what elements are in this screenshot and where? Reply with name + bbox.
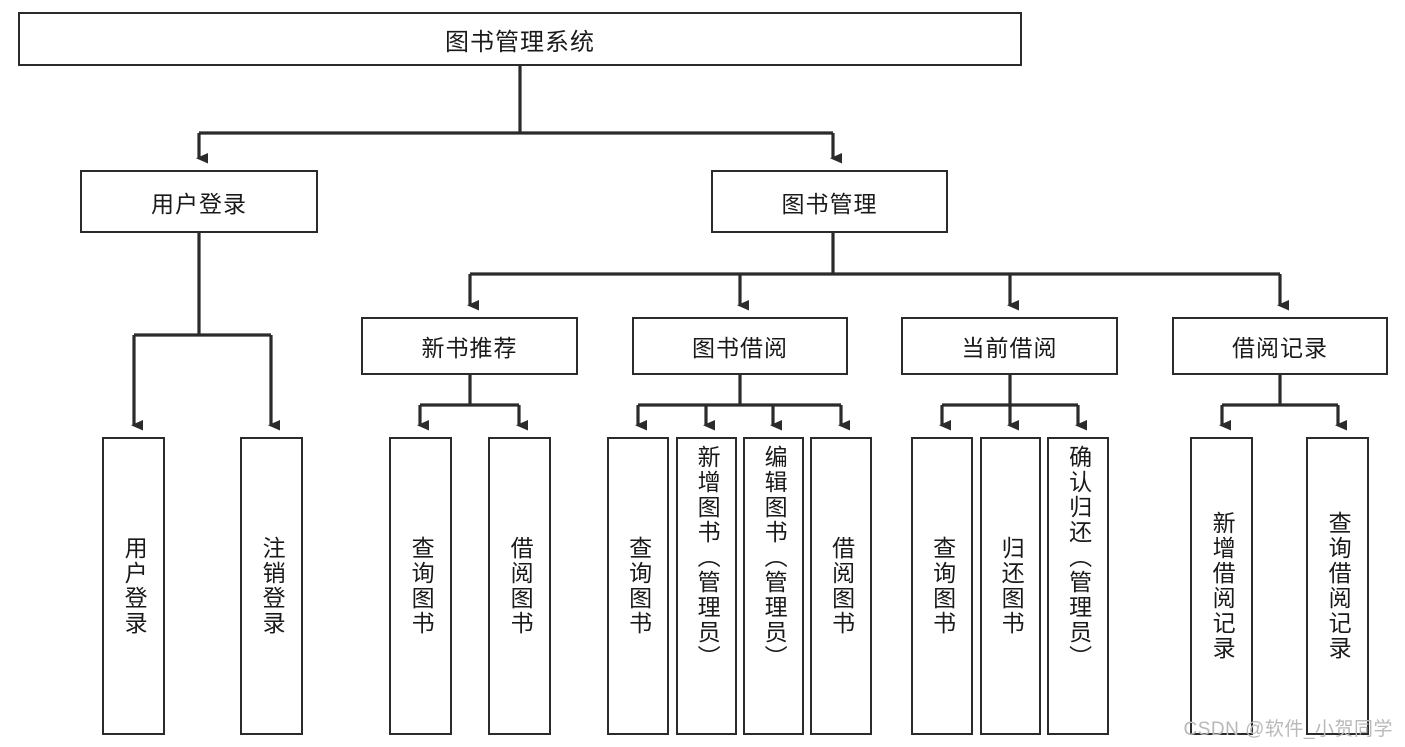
leaf-return-book[interactable]: 归还图书 xyxy=(980,437,1041,735)
node-new-book-recommend[interactable]: 新书推荐 xyxy=(361,317,578,375)
node-label: 注销登录 xyxy=(259,536,286,636)
node-label: 图书管理 xyxy=(781,190,878,217)
node-label: 查询图书 xyxy=(625,536,652,636)
node-label: 用户登录 xyxy=(121,536,148,636)
leaf-query-book-borrow[interactable]: 查询图书 xyxy=(607,437,669,735)
node-borrow-records[interactable]: 借阅记录 xyxy=(1172,317,1388,375)
leaf-query-book-current[interactable]: 查询图书 xyxy=(911,437,973,735)
node-book-borrow[interactable]: 图书借阅 xyxy=(632,317,848,375)
leaf-logout[interactable]: 注销登录 xyxy=(240,437,303,735)
node-label: 编辑图书（管理员） xyxy=(761,445,788,670)
node-label: 借阅图书 xyxy=(828,536,855,636)
watermark-text: CSDN @软件_小贺同学 xyxy=(1183,719,1393,740)
node-label: 新书推荐 xyxy=(421,335,518,361)
leaf-add-book-admin[interactable]: 新增图书（管理员） xyxy=(676,437,737,735)
node-label: 查询借阅记录 xyxy=(1325,511,1352,661)
leaf-borrow-book[interactable]: 借阅图书 xyxy=(810,437,872,735)
node-book-management[interactable]: 图书管理 xyxy=(711,170,948,233)
node-label: 图书借阅 xyxy=(692,335,788,361)
node-label: 图书管理系统 xyxy=(445,28,595,56)
node-label: 用户登录 xyxy=(151,190,247,217)
leaf-user-login[interactable]: 用户登录 xyxy=(102,437,165,735)
node-current-borrow[interactable]: 当前借阅 xyxy=(901,317,1118,375)
node-label: 查询图书 xyxy=(929,536,956,636)
node-label: 借阅图书 xyxy=(507,536,534,636)
leaf-confirm-return-admin[interactable]: 确认归还（管理员） xyxy=(1047,437,1109,735)
node-label: 新增图书（管理员） xyxy=(694,445,721,670)
node-label: 借阅记录 xyxy=(1232,335,1328,361)
node-label: 当前借阅 xyxy=(961,335,1058,361)
leaf-query-book-recommend[interactable]: 查询图书 xyxy=(389,437,452,735)
node-user-login[interactable]: 用户登录 xyxy=(80,170,318,233)
node-root-book-management-system[interactable]: 图书管理系统 xyxy=(18,12,1022,66)
node-label: 新增借阅记录 xyxy=(1209,511,1236,661)
leaf-edit-book-admin[interactable]: 编辑图书（管理员） xyxy=(743,437,804,735)
node-label: 确认归还（管理员） xyxy=(1065,445,1092,670)
leaf-add-borrow-record[interactable]: 新增借阅记录 xyxy=(1190,437,1253,735)
node-label: 归还图书 xyxy=(998,536,1025,636)
leaf-query-borrow-record[interactable]: 查询借阅记录 xyxy=(1306,437,1369,735)
node-label: 查询图书 xyxy=(408,536,435,636)
leaf-borrow-book-recommend[interactable]: 借阅图书 xyxy=(488,437,551,735)
